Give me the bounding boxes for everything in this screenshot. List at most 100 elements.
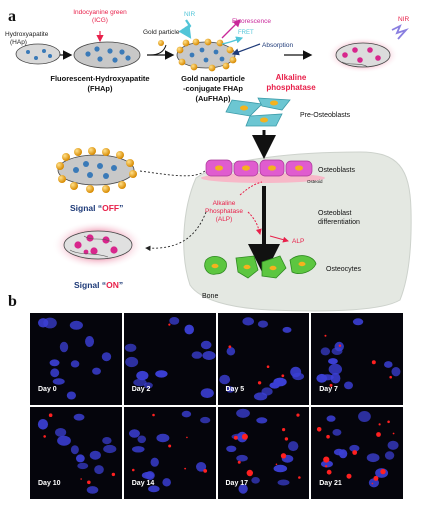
fret-label: FRET [238,30,254,36]
osteocyte-cells [204,255,317,279]
day-label: Day 10 [38,480,61,487]
nucleus [328,363,343,375]
cell-image [37,317,112,400]
nucleus [349,444,360,452]
nucleus [320,347,331,356]
nucleus [282,326,291,333]
alp-signal-spot [327,469,332,475]
hap-label: Hydroxyapatite(HAp) [5,31,49,46]
day-label: Day 2 [131,386,151,393]
nucleus [385,451,395,460]
alp-signal-spot [233,435,238,440]
nucleus [321,460,334,468]
nucleus [59,341,69,353]
nucleus [191,351,202,359]
nucleus [332,429,342,436]
nucleus [101,352,112,362]
day-label: Day 5 [225,386,245,393]
alp-signal-spot [246,469,253,477]
alp-signal-spot [371,482,374,485]
alp-signal-spot [387,420,391,424]
signal-on-label: Signal “ON” [74,280,123,290]
alp-signal-spot [380,468,386,475]
nucleus [66,391,76,400]
nucleus [124,343,137,352]
cell-image [128,410,211,493]
alp-signal-spot [111,472,116,477]
alp-signal-spot [284,437,288,441]
alp-signal-spot [389,375,393,379]
nucleus [195,462,206,472]
nucleus [289,366,301,378]
nucleus [94,465,104,475]
alp-signal-spot [376,432,382,437]
alp-signal-spot [80,478,82,480]
nucleus [366,453,380,463]
osteoblasts-label: Osteoblasts [318,167,355,174]
nucleus [344,381,354,390]
microscopy-panel: Day 17 [217,407,310,499]
absorption-label: Absorption [262,42,293,49]
alp-signal-spot [275,463,277,466]
nucleus [124,356,138,368]
panel-b-label: b [8,293,17,310]
alp-signal-spot [378,423,381,426]
nucleus [330,372,341,384]
cell-image [316,318,401,390]
nucleus [137,435,146,444]
cell-image [37,413,117,494]
alp-signal-spot [167,444,171,448]
panel-a-label: a [8,8,16,25]
aufhap-label: Gold nanoparticle-conjugate FHAp(AuFHAp) [181,74,245,103]
microscopy-panel: Day 5 [217,313,310,405]
alp-signal-spot [203,469,207,473]
nucleus [255,417,267,424]
gold-particle-icon [158,40,164,46]
nucleus [162,478,171,487]
gold-particle-label: Gold particle [143,29,180,36]
alp-signal-spot [281,428,285,432]
nucleus [225,445,236,452]
nucleus [143,382,153,389]
fhap-particle [73,41,141,69]
nucleus [225,386,234,393]
alp-signal-spot [241,433,248,440]
fluorescence-label: Fluorescence [232,18,271,25]
alp-signal-spot [338,344,342,347]
alp-signal-spot [151,413,155,417]
nucleus [150,457,159,467]
nucleus [57,435,71,446]
microscopy-panel: Day 21 [311,407,403,499]
nucleus [147,485,160,493]
nucleus [184,324,194,335]
microscopy-panel: Day 0 [30,313,122,405]
signal-off-label: Signal “OFF” [70,203,123,213]
nucleus [169,317,179,325]
nucleus [326,415,336,422]
alp-signal-spot [326,434,331,439]
nucleus [136,370,149,381]
alp-signal-spot [266,365,269,368]
fret-arrow [221,36,244,45]
nucleus [70,445,79,455]
alp-signal-spot [392,432,395,435]
alp-signal-spot [237,460,241,464]
day-label: Day 17 [225,480,249,487]
cell-image [124,317,216,398]
day-label: Day 7 [319,386,338,393]
nucleus [55,428,67,437]
nucleus [156,433,170,443]
alp-signal-spot [295,413,300,417]
alp-activated-particle [327,37,399,73]
nucleus [73,413,85,421]
nucleus [391,367,401,377]
nucleus [50,368,60,378]
nucleus [358,411,372,422]
nucleus [250,477,260,484]
alp-signal-spot [325,465,328,468]
fluorescence-arrow [221,19,241,39]
nucleus [235,454,248,462]
nucleus [241,317,254,326]
